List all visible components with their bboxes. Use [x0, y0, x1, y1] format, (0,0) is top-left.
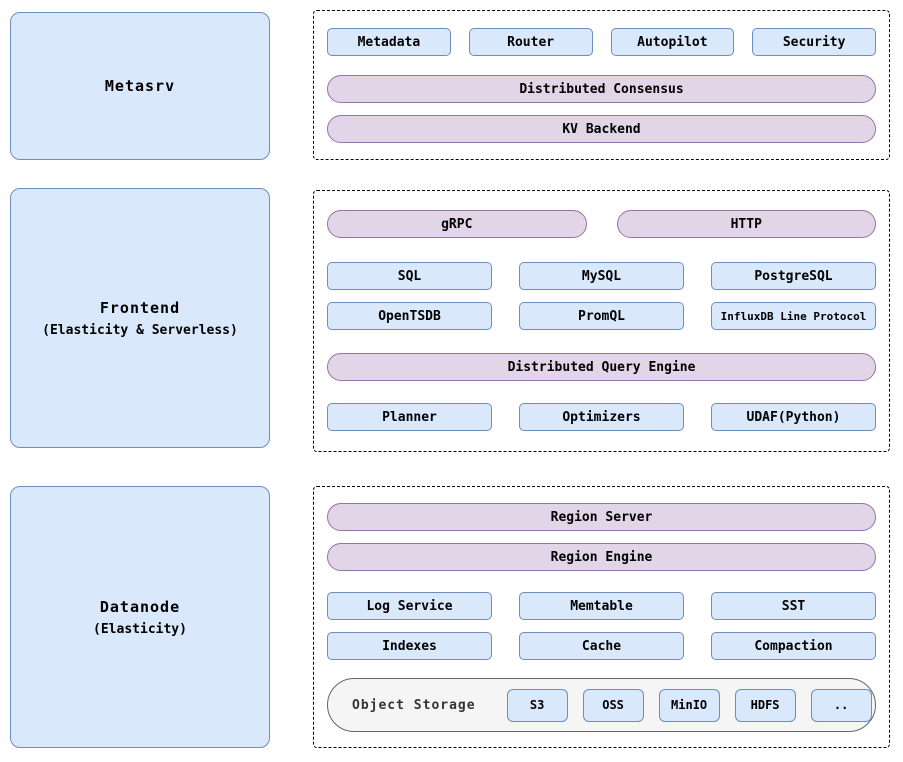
- storage-box-oss: OSS: [582, 688, 644, 722]
- engine-box-udaf-python: UDAF(Python): [711, 403, 876, 431]
- protocol-box-sql: SQL: [327, 262, 492, 290]
- component-box-router: Router: [468, 28, 593, 56]
- layer-pill-grpc: gRPC: [327, 210, 587, 238]
- protocol-box-postgresql: PostgreSQL: [711, 262, 876, 290]
- frontend-panel-title: Frontend: [99, 298, 181, 317]
- layer-pill-region-engine: Region Engine: [327, 543, 876, 571]
- layer-pill-http: HTTP: [616, 210, 876, 238]
- layer-pill-distributed-query-engine: Distributed Query Engine: [327, 353, 876, 381]
- frontend-panel-subtitle: (Elasticity & Serverless): [42, 322, 238, 338]
- storage-box-hdfs: HDFS: [734, 688, 796, 722]
- metasrv-panel: Metasrv: [10, 12, 270, 160]
- metasrv-panel-title: Metasrv: [104, 77, 176, 95]
- datanode-panel-subtitle: (Elasticity): [93, 621, 187, 637]
- datanode-panel: Datanode (Elasticity): [10, 486, 270, 748]
- storage-box-others: ..: [810, 688, 872, 722]
- datanode-panel-title: Datanode: [99, 597, 181, 616]
- engine-box-optimizers: Optimizers: [519, 403, 684, 431]
- metasrv-components-row: Metadata Router Autopilot Security: [327, 28, 876, 56]
- frontend-panel: Frontend (Elasticity & Serverless): [10, 188, 270, 448]
- storage-box-minio: MinIO: [658, 688, 720, 722]
- component-box-compaction: Compaction: [711, 632, 876, 660]
- object-storage-label: Object Storage: [352, 697, 476, 713]
- protocol-box-promql: PromQL: [519, 302, 684, 330]
- engine-box-planner: Planner: [327, 403, 492, 431]
- component-box-autopilot: Autopilot: [610, 28, 735, 56]
- layer-pill-kv-backend: KV Backend: [327, 115, 876, 143]
- metasrv-container: Metadata Router Autopilot Security Distr…: [313, 10, 890, 160]
- datanode-components-row-1: Log Service Memtable SST: [327, 592, 876, 620]
- object-storage-container: Object Storage S3 OSS MinIO HDFS ..: [327, 678, 876, 732]
- component-box-cache: Cache: [519, 632, 684, 660]
- frontend-container: gRPC HTTP SQL MySQL PostgreSQL OpenTSDB …: [313, 190, 890, 452]
- component-box-security: Security: [752, 28, 876, 56]
- datanode-components-row-2: Indexes Cache Compaction: [327, 632, 876, 660]
- datanode-container: Region Server Region Engine Log Service …: [313, 486, 890, 748]
- component-box-sst: SST: [711, 592, 876, 620]
- component-box-metadata: Metadata: [327, 28, 451, 56]
- frontend-protocols-row-1: SQL MySQL PostgreSQL: [327, 262, 876, 290]
- protocol-box-opentsdb: OpenTSDB: [327, 302, 492, 330]
- protocol-box-mysql: MySQL: [519, 262, 684, 290]
- layer-pill-distributed-consensus: Distributed Consensus: [327, 75, 876, 103]
- frontend-protocol-layers-row: gRPC HTTP: [327, 210, 876, 238]
- component-box-log-service: Log Service: [327, 592, 492, 620]
- layer-pill-region-server: Region Server: [327, 503, 876, 531]
- frontend-engine-components-row: Planner Optimizers UDAF(Python): [327, 403, 876, 431]
- component-box-indexes: Indexes: [327, 632, 492, 660]
- frontend-protocols-row-2: OpenTSDB PromQL InfluxDB Line Protocol: [327, 302, 876, 330]
- component-box-memtable: Memtable: [519, 592, 684, 620]
- storage-box-s3: S3: [506, 688, 568, 722]
- protocol-box-influxdb-line-protocol: InfluxDB Line Protocol: [711, 302, 876, 330]
